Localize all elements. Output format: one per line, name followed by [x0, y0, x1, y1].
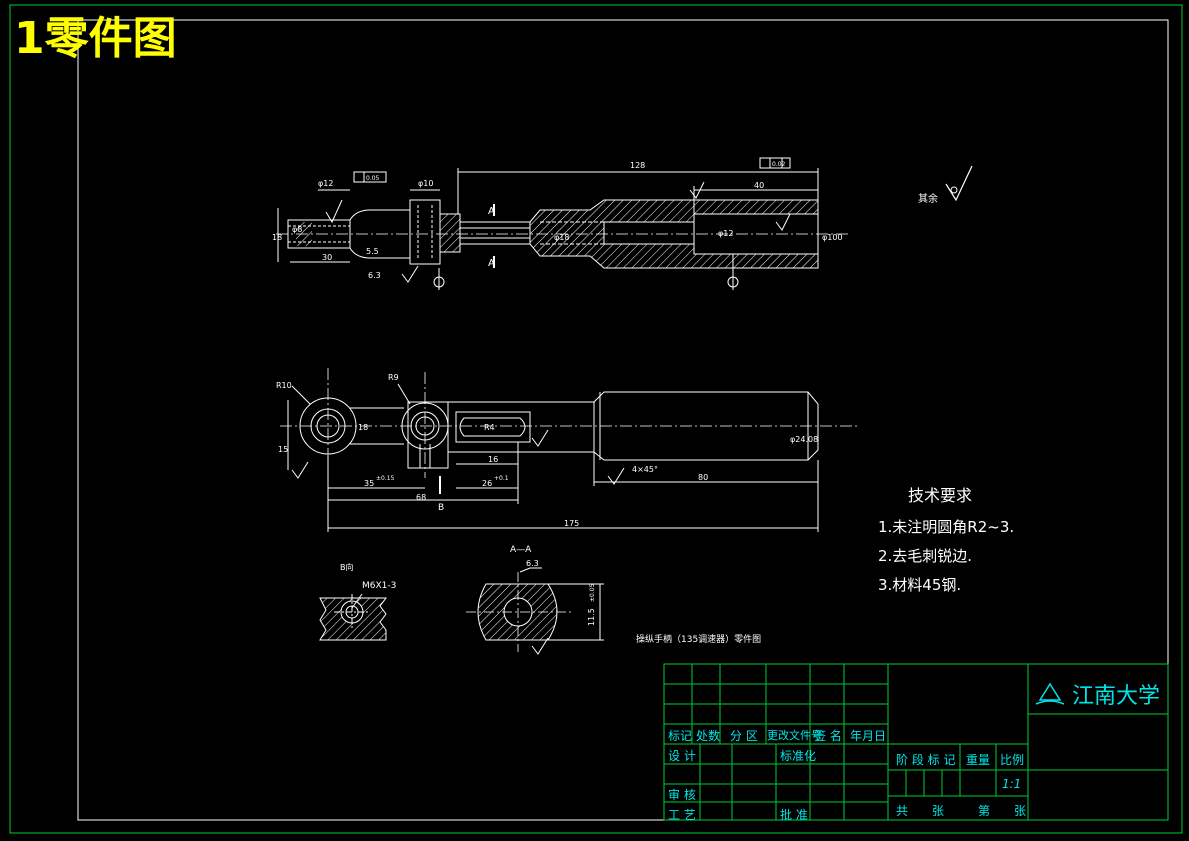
label-sheet-no: 第 张 — [978, 804, 1027, 818]
dim-r10: R10 — [276, 381, 292, 390]
label-standardization: 标准化 — [780, 749, 817, 763]
front-view — [276, 157, 973, 290]
dim-68: 68 — [416, 493, 426, 502]
tolerance-left-value: 0.05 — [366, 175, 380, 182]
section-mark-a-bottom: A — [488, 258, 495, 269]
front-slotted-shaft — [459, 221, 531, 245]
label-review: 审 核 — [668, 788, 696, 802]
dim-175: 175 — [564, 519, 579, 528]
tech-requirement-1: 1.未注明圆角R2~3. — [878, 518, 1015, 536]
dim-35: 35 — [364, 479, 374, 488]
dim-26: 26 — [482, 479, 492, 488]
dim-phi8: φ8 — [292, 225, 302, 234]
header-count: 处数 — [696, 729, 721, 743]
university-logo-icon — [1035, 682, 1065, 705]
label-approve: 批 准 — [780, 808, 808, 822]
front-second-eye — [409, 199, 441, 265]
section-aa — [466, 567, 604, 655]
section-aa-11-5: 11.5 — [587, 608, 596, 626]
label-ratio: 比例 — [1000, 753, 1025, 767]
header-zone: 分 区 — [730, 729, 758, 743]
tolerance-right-value: 0.02 — [772, 161, 786, 168]
tolerance-frame-left — [353, 171, 387, 183]
front-bore — [603, 221, 695, 245]
dim-chamfer: 4×45° — [632, 465, 658, 474]
label-design: 设 计 — [668, 749, 696, 763]
dim-r4: R4 — [484, 423, 495, 432]
view-b-thread: M6X1-3 — [362, 581, 396, 591]
dim-40: 40 — [754, 181, 764, 190]
dim-18: 18 — [272, 233, 282, 242]
front-view-labels: φ12 φ10 128 40 30 18 φ18 φ12 φ100 φ8 5.5… — [272, 161, 938, 280]
section-aa-tol: ±0.05 — [589, 583, 596, 602]
header-mark: 标记 — [668, 729, 693, 743]
dim-phi24: φ24.08 — [790, 435, 818, 444]
dim-6-3: 6.3 — [368, 271, 381, 280]
tech-requirements-title: 技术要求 — [908, 486, 973, 505]
section-aa-6-3: 6.3 — [526, 559, 539, 568]
dim-15: 15 — [278, 445, 288, 454]
label-weight: 重量 — [966, 753, 991, 767]
dim-r9: R9 — [388, 373, 399, 382]
dim-18-top: 18 — [358, 423, 368, 432]
dim-5-5: 5.5 — [366, 247, 379, 256]
drawing-heading: 1零件图 — [14, 13, 177, 64]
section-mark-a-top: A — [488, 206, 495, 217]
tolerance-frame-right — [759, 157, 791, 169]
roughness-other-label: 其余 — [918, 192, 938, 205]
header-signature: 签 名 — [814, 729, 842, 743]
ratio-value: 1:1 — [1002, 777, 1022, 791]
view-b-label: B向 — [340, 562, 354, 572]
dim-phi18: φ18 — [554, 233, 569, 242]
view-b-labels: B向 M6X1-3 — [340, 562, 396, 591]
dim-phi12: φ12 — [318, 179, 333, 188]
front-slot-hub — [439, 213, 461, 253]
label-total-sheets: 共 张 — [896, 804, 945, 818]
dim-phi12-bore: φ12 — [718, 229, 733, 238]
top-view-labels: R10 R9 R4 15 18 16 35 ±0.15 68 26 +0.1 8… — [276, 373, 818, 528]
top-view — [280, 368, 860, 532]
section-aa-labels: A—A 6.3 11.5 ±0.05 — [510, 545, 596, 626]
top-slot — [455, 411, 531, 443]
inner-frame — [77, 19, 1169, 821]
dim-phi10: φ10 — [418, 179, 433, 188]
dim-30: 30 — [322, 253, 332, 262]
dim-phi100: φ100 — [822, 233, 843, 242]
view-b — [319, 593, 387, 641]
top-slot-section — [447, 401, 595, 453]
label-stage-mark: 阶 段 标 记 — [896, 753, 956, 767]
outer-frame — [9, 4, 1183, 834]
tech-requirement-2: 2.去毛刺锐边. — [878, 547, 973, 565]
dim-26-tol: +0.1 — [494, 475, 509, 482]
header-date: 年月日 — [850, 729, 887, 743]
roughness-other-symbol — [945, 165, 973, 202]
dim-35-tol: ±0.15 — [376, 475, 395, 482]
dim-16: 16 — [488, 455, 498, 464]
dim-128: 128 — [630, 161, 645, 170]
section-aa-label: A—A — [510, 545, 532, 555]
dim-80: 80 — [698, 473, 708, 482]
header-change-doc: 更改文件号 — [767, 729, 822, 742]
view-b-mark: B — [438, 503, 444, 513]
drawing-title: 操纵手柄（135调速器）零件图 — [636, 635, 762, 645]
label-process: 工 艺 — [668, 808, 696, 822]
tech-requirement-3: 3.材料45钢. — [878, 576, 962, 594]
title-block-grid — [663, 663, 1169, 821]
university-name: 江南大学 — [1072, 684, 1161, 709]
